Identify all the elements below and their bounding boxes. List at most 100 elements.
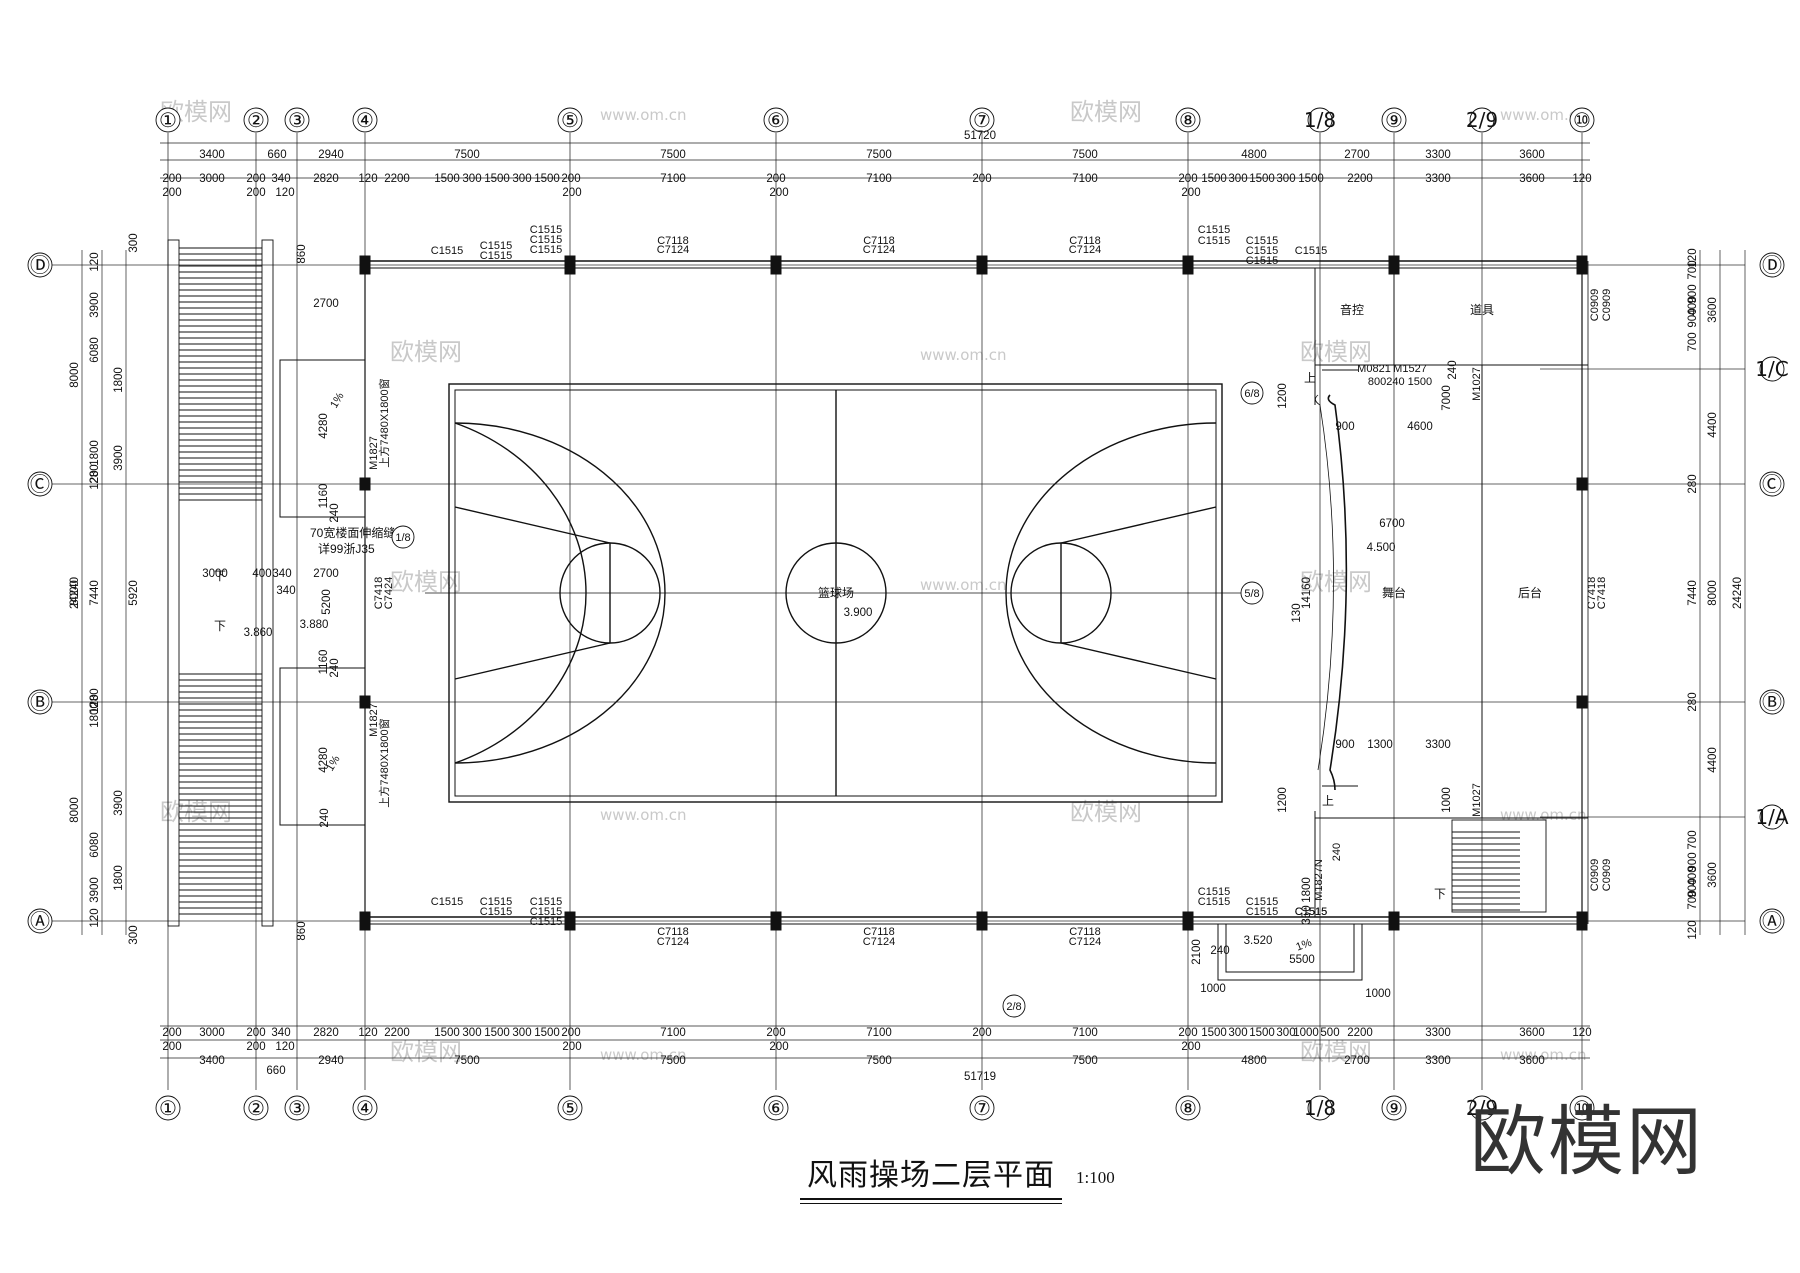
dim-left-mid: 1800 [89,440,101,466]
column [1576,695,1588,709]
window-tag-bottom: C1515 [1246,906,1278,918]
east-stair [1451,819,1547,913]
dim-top-row1: 2700 [1344,149,1370,161]
dim-bottom-total: 51719 [964,1071,996,1083]
watermark-url: www.om.cn [920,576,1007,594]
dim-left-inner: 240 [319,808,331,827]
dim-top-row2: 300 [462,173,481,185]
axis-bubble-label: Ⓓ [30,253,50,277]
dim-left-mid: 6080 [89,832,101,858]
dim-right-outer: 3600 [1707,297,1719,323]
dim-stage: 1200 [1277,383,1289,409]
dim-bottom-row2: 1500 [484,1027,510,1039]
watermark-brand: 欧模网 [1300,568,1372,596]
axis-bubble-bottom [1381,1095,1407,1121]
dim-right-mid: 900 [1687,308,1699,327]
window-tag-bottom: C1515 [1198,896,1230,908]
dim-left-inner: 240 [329,658,341,677]
dim-right-outer: 4400 [1707,412,1719,438]
dim-top-row2: 3000 [199,173,225,185]
expansion-joint-note: 70宽楼面伸缩缝 [310,525,395,540]
dim-top-row1: 7500 [454,149,480,161]
dim-left-inner: 3000 [202,568,228,580]
window-tag-bottom: C7124 [657,936,689,948]
watermark-brand: 欧模网 [390,338,462,366]
dim-top-row1: 660 [267,149,286,161]
axis-bubble-bottom [243,1095,269,1121]
window-tag-top: C1515 [530,244,562,256]
dim-top-row2: 1500 [534,173,560,185]
section-marker [1240,581,1264,605]
dim-top-row2: 200 [162,173,181,185]
dim-left-outer: 8000 [69,362,81,388]
dim-top-row2: 1500 [434,173,460,185]
dim-stage: 3300 [1425,739,1451,751]
three-point-arc-west [454,422,666,764]
drawing-title: 风雨操场二层平面 [807,1158,1055,1193]
dim-top-row2: 1500 [1201,173,1227,185]
dim-bottom-row2: 300 [1228,1027,1247,1039]
column [770,255,782,275]
axis-bubble-top [284,107,310,133]
drawing-scale: 1:100 [1076,1168,1115,1187]
dim-bottom-row2: 7100 [1072,1027,1098,1039]
dim-bottom-sub: 200 [162,1041,181,1053]
window-tag-top: C7118 [1069,235,1101,247]
axis-bubble-label: 2/9 [1466,1096,1498,1120]
dim-bottom-row2: 7100 [866,1027,892,1039]
axis-bubble-label: ⑥ [767,108,785,132]
axis-bubble-right [1759,356,1785,382]
free-throw-circle-west [559,542,661,644]
section-marker [1002,994,1026,1018]
window-tag-bottom: C1515 [1198,886,1230,898]
axis-bubble-top [1175,107,1201,133]
dim-top-row2: 1500 [1298,173,1324,185]
west-ramp-edge [167,239,180,927]
dim-stage: 240 [1210,945,1229,957]
dim-left-mid: 3900 [113,445,125,471]
window-tag-top: C7124 [1069,244,1101,256]
window-tag-side: C7418 [1586,577,1598,609]
dim-left-inner: 5200 [321,589,333,615]
dim-stage: 1000 [1441,787,1453,813]
column [1182,911,1194,931]
watermark-url: www.om.cn [1500,806,1587,824]
dim-left-inner: 2700 [313,298,339,310]
axis-bubble-label: Ⓑ [1762,690,1782,714]
column [359,911,371,931]
dim-top-row2: 2820 [313,173,339,185]
axis-bubble-bottom [1569,1095,1595,1121]
column [1576,911,1588,931]
stairs [167,239,1547,927]
door-tag: M1827 [368,436,380,470]
dimension-lines [81,142,1746,1059]
level-stage: 4.500 [1367,542,1396,554]
dim-top-row1: 3400 [199,149,225,161]
dim-top-row3: 200 [162,187,181,199]
expansion-joint-ref: 详99浙J35 [318,541,375,556]
column [359,255,371,275]
axis-bubble-right [1759,471,1785,497]
dim-right-mid: 700 [1687,890,1699,909]
dim-bottom-row1: 2940 [318,1055,344,1067]
dim-right-outer: 8000 [1707,580,1719,606]
window-tag-top: C1515 [1198,235,1230,247]
dim-bottom-row1: 7500 [454,1055,480,1067]
axis-bubble-right [1759,804,1785,830]
window-tag-bottom: C1515 [530,906,562,918]
dim-bottom-row2: 340 [271,1027,290,1039]
dim-left-mid: 3900 [89,292,101,318]
stage-edge-curve [1327,394,1348,791]
drawing-title-block: 风雨操场二层平面 [800,1150,1062,1204]
axis-bubble-bottom [284,1095,310,1121]
window-tag-top: C7118 [657,235,689,247]
watermark-brand: 欧模网 [1300,1038,1372,1066]
door-tag: M1027 [1471,783,1483,817]
dim-right-outer: 4400 [1707,747,1719,773]
window-tag-top: C1515 [431,245,463,257]
section-marker-label: 6/8 [1244,388,1259,400]
dim-top-row3: 200 [1181,187,1200,199]
axis-bubble-bottom [763,1095,789,1121]
dim-bottom-row2: 300 [462,1027,481,1039]
brand-watermark: 欧模网 [1470,1097,1704,1186]
